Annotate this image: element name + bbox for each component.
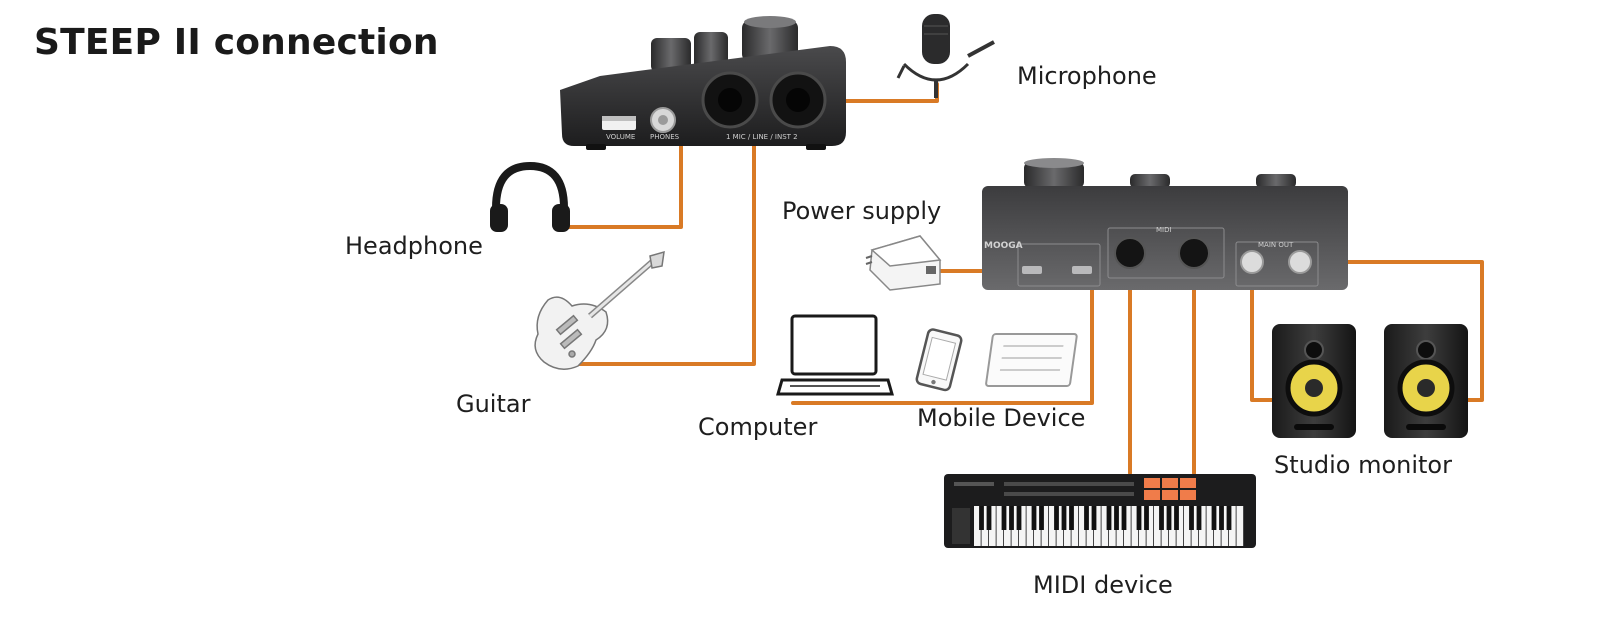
black-key — [1219, 506, 1224, 530]
front-phones-label: PHONES — [650, 133, 680, 141]
label-power-supply: Power supply — [782, 197, 942, 225]
rear-midi-label: MIDI — [1156, 226, 1172, 234]
cable-computer — [791, 274, 1094, 405]
black-key — [1159, 506, 1164, 530]
power-adapter-icon — [865, 235, 942, 291]
white-key — [1236, 506, 1244, 546]
black-key — [1136, 506, 1142, 530]
black-key — [1144, 506, 1149, 530]
black-key — [1121, 506, 1127, 530]
white-key — [1214, 506, 1221, 546]
white-key — [1131, 506, 1139, 546]
microphone-icon — [896, 14, 995, 98]
studio-monitor-right-icon — [1384, 324, 1468, 438]
black-key — [1189, 506, 1194, 530]
studio-monitor-left-icon — [1272, 324, 1356, 438]
cable-monitor-right — [1312, 260, 1484, 402]
white-key — [1154, 506, 1161, 546]
black-key — [1196, 506, 1202, 530]
white-key — [1004, 506, 1011, 546]
white-key — [1026, 506, 1034, 546]
white-key — [1109, 506, 1116, 546]
label-mobile-device: Mobile Device — [917, 404, 1086, 432]
rear-main-out-label: MAIN OUT — [1258, 241, 1294, 249]
white-key — [1094, 506, 1101, 546]
white-key — [1034, 506, 1041, 546]
black-key — [1009, 506, 1014, 530]
white-key — [1049, 506, 1056, 546]
laptop-icon — [776, 314, 894, 396]
white-key — [1124, 506, 1131, 546]
white-key — [1199, 506, 1206, 546]
white-key — [1116, 506, 1124, 546]
white-key — [1011, 506, 1019, 546]
label-computer: Computer — [698, 413, 818, 441]
black-key — [979, 506, 984, 530]
label-headphone: Headphone — [345, 232, 483, 260]
white-key — [1139, 506, 1146, 546]
white-key — [1221, 506, 1229, 546]
white-key — [974, 506, 981, 546]
black-key — [1054, 506, 1059, 530]
front-volume-label: VOLUME — [606, 133, 635, 141]
black-key — [1174, 506, 1179, 530]
interface-rear-unit: MOOGA MIDI MAIN OUT — [982, 158, 1348, 290]
white-key — [1184, 506, 1191, 546]
white-key — [1041, 506, 1049, 546]
black-key — [1226, 506, 1232, 530]
black-key — [1031, 506, 1037, 530]
headphone-icon — [490, 161, 570, 232]
white-key — [1206, 506, 1214, 546]
label-guitar: Guitar — [456, 390, 531, 418]
white-key — [1146, 506, 1154, 546]
black-key — [1106, 506, 1112, 530]
label-microphone: Microphone — [1017, 62, 1157, 90]
label-studio-monitor: Studio monitor — [1274, 451, 1452, 479]
black-key — [1069, 506, 1074, 530]
diagram-title: STEEP II connection — [34, 22, 439, 63]
guitar-icon — [534, 250, 665, 370]
midi-keyboard-icon — [944, 474, 1256, 548]
black-key — [1091, 506, 1097, 530]
keyboard-keys — [974, 506, 1244, 546]
white-key — [1176, 506, 1184, 546]
phone-icon — [915, 328, 963, 392]
white-key — [1064, 506, 1071, 546]
white-key — [996, 506, 1004, 546]
white-key — [1086, 506, 1094, 546]
black-key — [1016, 506, 1022, 530]
rear-brand-label: MOOGA — [984, 241, 1023, 251]
white-key — [1161, 506, 1169, 546]
black-key — [1084, 506, 1089, 530]
white-key — [1101, 506, 1109, 546]
white-key — [1019, 506, 1026, 546]
white-key — [1079, 506, 1086, 546]
white-key — [981, 506, 989, 546]
black-key — [1001, 506, 1007, 530]
front-inputs-label: 1 MIC / LINE / INST 2 — [726, 133, 798, 141]
tablet-icon — [985, 333, 1078, 387]
white-key — [1071, 506, 1079, 546]
white-key — [989, 506, 996, 546]
white-key — [1169, 506, 1176, 546]
black-key — [986, 506, 992, 530]
interface-front-unit: VOLUME PHONES 1 MIC / LINE / INST 2 — [560, 16, 846, 150]
white-key — [1191, 506, 1199, 546]
white-key — [1229, 506, 1236, 546]
black-key — [1039, 506, 1044, 530]
cable-monitor-left — [1250, 262, 1276, 402]
black-key — [1114, 506, 1119, 530]
label-midi-device: MIDI device — [1033, 571, 1173, 599]
black-key — [1166, 506, 1172, 530]
black-key — [1061, 506, 1067, 530]
black-key — [1211, 506, 1217, 530]
white-key — [1056, 506, 1064, 546]
